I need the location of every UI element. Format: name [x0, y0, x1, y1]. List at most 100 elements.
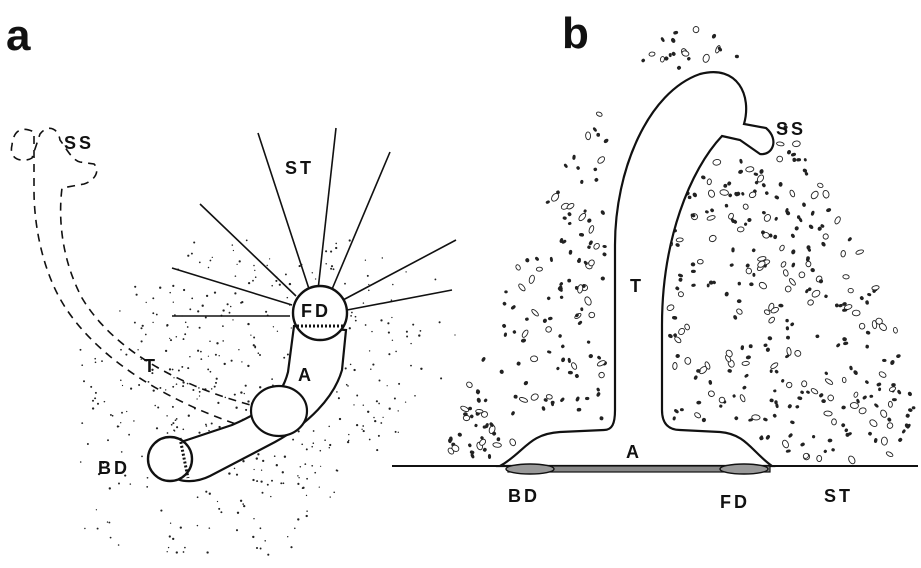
sediment-grain: [593, 242, 601, 250]
sediment-grain: [673, 31, 677, 34]
stipple-dot: [188, 415, 190, 417]
stipple-dot: [363, 302, 364, 303]
stipple-dot: [398, 410, 399, 411]
stipple-dot: [119, 310, 120, 311]
stipple-dot: [233, 250, 234, 251]
stipple-dot: [184, 547, 186, 549]
sediment-grain: [485, 423, 489, 428]
stipple-dot: [187, 367, 189, 369]
sediment-grain: [515, 264, 521, 271]
sediment-grain: [766, 347, 770, 351]
sediment-grain: [597, 388, 600, 392]
sediment-grain: [776, 141, 784, 146]
panel-a-label-st: ST: [285, 158, 314, 178]
sediment-grain: [748, 418, 752, 421]
stipple-dot: [247, 323, 249, 325]
stipple-dot: [81, 364, 83, 366]
stipple-dot: [391, 317, 392, 318]
panel-a-label-t: T: [144, 356, 158, 376]
stipple-dot: [101, 360, 103, 362]
stipple-dot: [275, 280, 277, 282]
sediment-grain: [745, 166, 754, 172]
sediment-grain: [832, 419, 837, 425]
sediment-grain: [810, 387, 818, 394]
stipple-dot: [315, 278, 316, 279]
panel-b: b SS T A BD FD ST: [392, 9, 918, 512]
stipple-dot: [271, 378, 273, 380]
stipple-dot: [256, 480, 258, 482]
sediment-grain: [728, 193, 732, 197]
sediment-grain: [853, 392, 858, 398]
stipple-dot: [125, 354, 127, 356]
stipple-dot: [230, 306, 232, 308]
sediment-grain: [848, 288, 853, 293]
stipple-dot: [398, 383, 400, 385]
sediment-grain: [576, 166, 580, 170]
stipple-dot: [312, 272, 313, 273]
sediment-grain: [589, 240, 593, 245]
stipple-dot: [227, 303, 229, 305]
stipple-dot: [197, 350, 199, 352]
stipple-dot: [166, 325, 168, 327]
stipple-dot: [260, 548, 262, 550]
stipple-dot: [198, 387, 200, 389]
sediment-grain: [792, 263, 796, 268]
stipple-dot: [406, 336, 408, 338]
sediment-grain: [564, 164, 568, 168]
stipple-dot: [183, 551, 185, 553]
stipple-dot: [122, 385, 123, 386]
panel-b-label-st: ST: [824, 486, 853, 506]
sediment-grain: [678, 274, 683, 278]
sediment-grain: [863, 395, 867, 399]
sediment-grain: [684, 323, 690, 330]
stipple-dot: [290, 546, 292, 548]
stipple-dot: [176, 336, 178, 338]
sediment-grain: [584, 210, 587, 213]
sediment-grain: [896, 354, 900, 358]
sediment-grain: [810, 190, 820, 200]
sediment-grain: [578, 212, 587, 222]
stipple-dot: [335, 247, 337, 249]
sediment-grain: [511, 305, 516, 310]
stipple-dot: [239, 260, 241, 262]
sediment-grain: [908, 392, 913, 397]
stipple-dot: [172, 369, 174, 371]
sediment-grain: [770, 399, 774, 402]
stipple-dot: [328, 426, 330, 428]
panel-a-label-bd: BD: [98, 458, 130, 478]
sediment-grain: [855, 249, 864, 255]
stipple-dot: [84, 528, 85, 529]
sediment-grain: [827, 394, 834, 402]
sediment-grain: [720, 189, 729, 196]
panel-a-label-ss: SS: [64, 133, 94, 153]
stipple-dot: [235, 407, 237, 409]
sediment-grain: [702, 418, 707, 423]
sediment-grain: [745, 267, 752, 274]
stipple-dot: [320, 450, 322, 452]
sediment-grain: [908, 408, 912, 412]
stipple-dot: [244, 393, 245, 394]
sediment-grain: [791, 249, 795, 254]
sediment-grain: [691, 263, 695, 267]
sediment-grain: [528, 275, 535, 285]
stipple-dot: [255, 276, 257, 278]
stipple-dot: [182, 428, 184, 430]
sediment-grain: [808, 287, 812, 291]
stipple-dot: [347, 441, 349, 443]
sediment-grain: [882, 359, 886, 361]
sediment-grain: [802, 203, 806, 207]
sediment-grain: [484, 399, 488, 403]
stipple-dot: [234, 394, 236, 396]
stipple-dot: [196, 398, 197, 399]
sediment-grain: [568, 358, 571, 363]
stipple-dot: [175, 419, 177, 421]
panel-b-label-ss: SS: [776, 119, 806, 139]
sediment-grain: [781, 379, 784, 382]
sediment-grain: [887, 417, 891, 421]
sediment-grain: [577, 408, 581, 411]
stipple-dot: [222, 340, 224, 342]
stipple-dot: [182, 381, 184, 383]
stipple-dot: [189, 308, 191, 310]
sediment-grain: [471, 453, 475, 458]
sediment-grain: [758, 281, 768, 290]
